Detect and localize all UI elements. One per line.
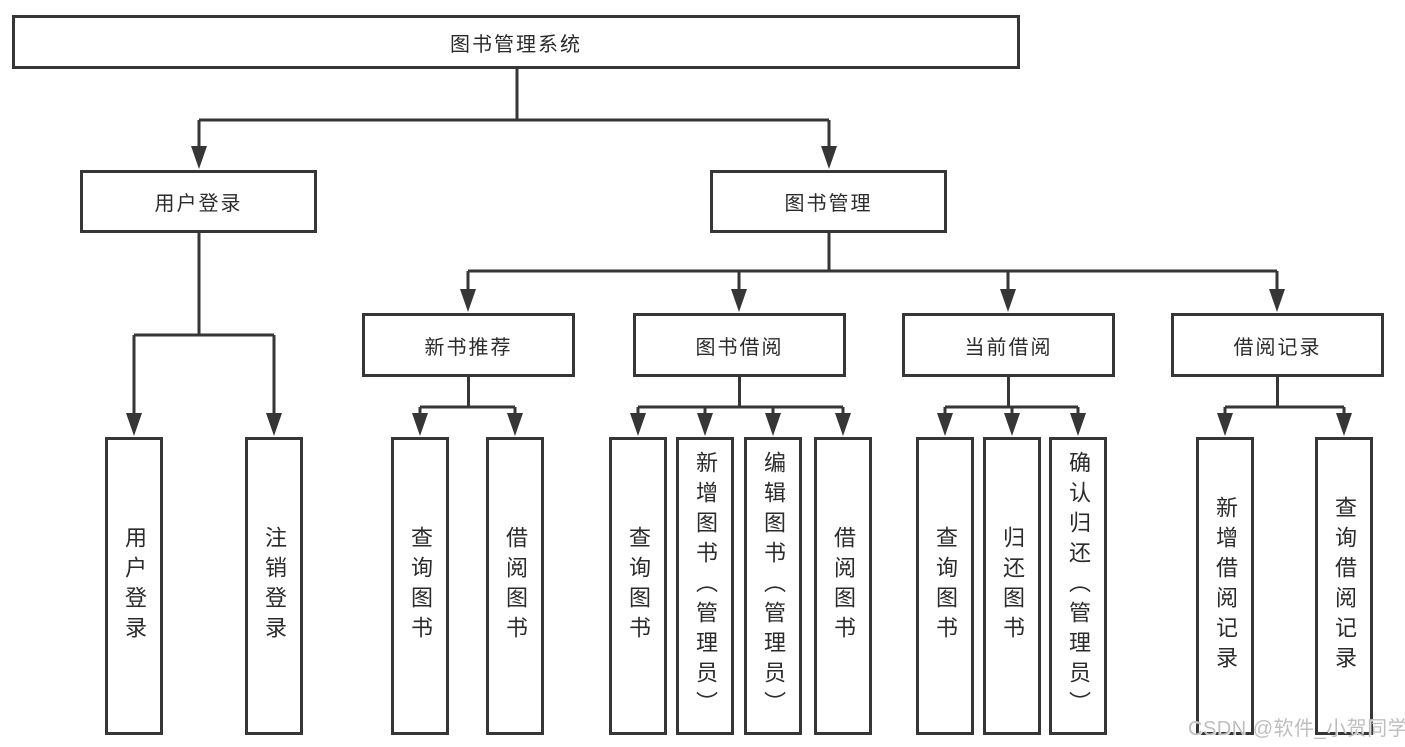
arrowhead-icon (697, 413, 713, 436)
node-leaf-edit-book: 编辑图书（管理员） (744, 437, 802, 735)
arrowhead-icon (630, 413, 646, 436)
node-leaf-user-login: 用户登录 (105, 437, 163, 735)
node-leaf-query-borrow-record: 查询借阅记录 (1315, 437, 1373, 735)
arrowhead-icon (266, 413, 282, 436)
node-current-borrow: 当前借阅 (902, 313, 1115, 377)
arrowhead-icon (126, 413, 142, 436)
arrowhead-icon (1070, 413, 1086, 436)
edge-bookborrow-to-leaves (636, 377, 845, 417)
arrowhead-icon (191, 146, 207, 169)
node-book-mgmt: 图书管理 (710, 170, 947, 233)
edge-currentborrow-to-leaves (943, 377, 1080, 417)
node-leaf-query-book-3: 查询图书 (916, 437, 974, 735)
arrowhead-icon (1269, 289, 1285, 312)
node-leaf-query-book-1: 查询图书 (391, 437, 449, 735)
edge-userlogin-to-leaves (132, 233, 276, 417)
arrowhead-icon (937, 413, 953, 436)
node-book-borrow: 图书借阅 (633, 313, 846, 377)
node-user-login: 用户登录 (80, 170, 317, 233)
connector-paths (132, 69, 1346, 417)
node-leaf-borrow-book-2: 借阅图书 (814, 437, 872, 735)
arrowhead-icon (1217, 413, 1233, 436)
arrowhead-icon (1336, 413, 1352, 436)
node-leaf-borrow-book-1: 借阅图书 (486, 437, 544, 735)
arrowhead-icon (765, 413, 781, 436)
arrowhead-icon (731, 289, 747, 312)
arrowhead-icon (412, 413, 428, 436)
node-leaf-add-borrow-record: 新增借阅记录 (1196, 437, 1254, 735)
arrowhead-icon (1000, 289, 1016, 312)
node-root: 图书管理系统 (12, 15, 1020, 69)
arrowhead-icon (460, 289, 476, 312)
node-leaf-logout: 注销登录 (245, 437, 303, 735)
node-leaf-add-book: 新增图书（管理员） (676, 437, 734, 735)
watermark: CSDN @软件_小贺同学 (1188, 718, 1405, 740)
arrowhead-icon (1004, 413, 1020, 436)
edge-root-to-level2 (197, 69, 831, 150)
edge-newbook-to-leaves (418, 377, 517, 417)
arrowhead-icon (835, 413, 851, 436)
node-leaf-confirm-return: 确认归还（管理员） (1049, 437, 1107, 735)
node-borrow-records: 借阅记录 (1171, 313, 1384, 377)
node-new-book-rec: 新书推荐 (362, 313, 575, 377)
edge-bookmgmt-to-level3 (466, 233, 1279, 293)
edge-borrowrecord-to-leaves (1223, 377, 1346, 417)
arrowhead-icon (507, 413, 523, 436)
arrowheads (126, 146, 1352, 436)
arrowhead-icon (821, 146, 837, 169)
node-leaf-query-book-2: 查询图书 (609, 437, 667, 735)
node-leaf-return-book: 归还图书 (983, 437, 1041, 735)
